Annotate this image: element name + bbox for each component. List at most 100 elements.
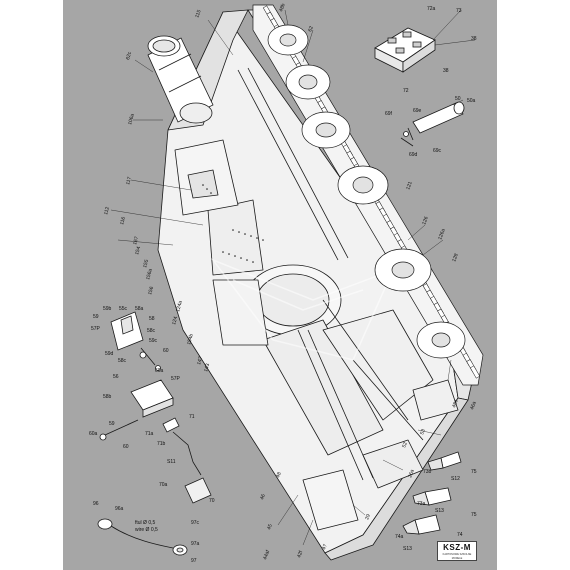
label-s13: S13 xyxy=(435,508,444,514)
label-60: 60 xyxy=(163,348,169,354)
label-47: 47 xyxy=(321,543,329,550)
label-124a: 124a xyxy=(175,300,184,313)
label-124: 124 xyxy=(171,316,179,326)
label-96a: 96a xyxy=(115,506,124,512)
label-60a2: 60a xyxy=(89,431,98,437)
label-147: 147 xyxy=(196,356,204,366)
label-156: 156 xyxy=(147,286,155,296)
label-57p2: 57P xyxy=(171,376,181,382)
label-48b: 48b xyxy=(278,3,287,13)
label-72a: 72a xyxy=(427,6,436,12)
label-46: 46 xyxy=(259,493,267,500)
label-56: 56 xyxy=(113,374,119,380)
label-75b: 75 xyxy=(471,512,477,518)
road-wheel xyxy=(416,321,466,359)
label-97a: 97a xyxy=(191,541,200,547)
label-57p: 57P xyxy=(91,326,101,332)
label-s11: S11 xyxy=(167,459,176,465)
label-71a: 71a xyxy=(145,431,154,437)
label-58: 58 xyxy=(149,316,155,322)
label-62c: 62c xyxy=(125,51,133,61)
label-72: 72 xyxy=(403,88,409,94)
watermark-arrow xyxy=(210,258,395,361)
label-75: 75 xyxy=(471,469,477,475)
label-71: 71 xyxy=(189,414,195,420)
label-59d: 59d xyxy=(105,351,114,357)
bracket-assembly xyxy=(110,311,161,371)
drawing-sheet: 115 48b 62 62c 106a 117 112 116 167 154 … xyxy=(63,0,497,570)
ksz-m-logo: KSZ-M KARTONOWE SZKOLNE MODELE xyxy=(437,541,477,561)
label-26a: 26a xyxy=(407,469,416,479)
part-labels: 115 48b 62 62c 106a 117 112 116 167 154 … xyxy=(89,3,478,564)
label-38b: 38 xyxy=(443,68,449,74)
label-70a: 70a xyxy=(159,482,168,488)
label-46a: 46a xyxy=(469,401,478,411)
assembly-drawing: 115 48b 62 62c 106a 117 112 116 167 154 … xyxy=(89,3,484,564)
track-assembly xyxy=(252,4,484,386)
label-55c: 55c xyxy=(119,306,128,312)
label-58a: 58a xyxy=(135,306,144,312)
label-50: 50 xyxy=(455,96,461,102)
label-48c: 48c xyxy=(451,399,460,409)
label-126: 126 xyxy=(421,216,430,226)
label-154b: 154b xyxy=(186,333,195,346)
label-96: 96 xyxy=(93,501,99,507)
label-50a: 50a xyxy=(467,98,476,104)
road-wheel xyxy=(267,24,309,56)
label-73: 73 xyxy=(456,8,462,14)
track-link xyxy=(469,365,481,379)
label-73a: 73a xyxy=(417,501,426,507)
label-97: 97 xyxy=(191,558,197,564)
label-58b: 58b xyxy=(103,394,112,400)
label-116: 116 xyxy=(119,216,127,225)
headlamp-73 xyxy=(427,451,462,471)
label-69f: 69f xyxy=(385,111,393,117)
label-155: 155 xyxy=(142,259,150,269)
label-58c: 58c xyxy=(147,328,156,334)
label-ftul: ftul Ø 0,5 xyxy=(135,520,156,526)
road-wheel xyxy=(301,111,351,149)
lever-assembly xyxy=(162,417,212,504)
label-112: 112 xyxy=(103,206,111,215)
label-48: 48 xyxy=(275,471,283,478)
label-wire: wire Ø 0,5 xyxy=(135,527,158,533)
label-60a: 60a xyxy=(155,368,164,374)
track-link-detail xyxy=(374,27,436,73)
headlamp-74 xyxy=(402,514,441,535)
mount-bracket xyxy=(99,379,174,441)
label-38: 38 xyxy=(471,36,477,42)
label-60b: 60 xyxy=(123,444,129,450)
label-143: 143 xyxy=(203,363,211,373)
label-167: 167 xyxy=(132,236,140,246)
label-70: 70 xyxy=(209,498,215,504)
label-115: 115 xyxy=(194,9,202,19)
label-42f: 42f xyxy=(296,550,304,559)
label-74: 74 xyxy=(457,532,463,538)
cable-assembly xyxy=(97,518,188,556)
label-59: 59 xyxy=(93,314,99,320)
label-44af: 44af xyxy=(262,549,271,561)
label-59c: 59c xyxy=(149,338,158,344)
label-73b: 73b xyxy=(423,469,432,475)
exhaust-cylinder xyxy=(400,101,465,147)
road-wheel xyxy=(374,248,432,292)
label-59a: 59 xyxy=(109,421,115,427)
label-69e: 69e xyxy=(413,108,422,114)
leader-lines xyxy=(110,9,476,546)
label-58d: 58c xyxy=(118,358,127,364)
label-69c: 69c xyxy=(433,148,442,154)
logo-subtext: KARTONOWE SZKOLNE MODELE xyxy=(442,553,472,560)
label-156a: 156a xyxy=(145,268,154,281)
label-s13b: S13 xyxy=(403,546,412,552)
road-wheel xyxy=(337,165,389,205)
label-106a: 106a xyxy=(127,113,136,126)
label-128: 128 xyxy=(451,253,460,263)
label-29: 29 xyxy=(364,513,372,520)
road-wheel xyxy=(285,64,331,100)
label-s12: S12 xyxy=(451,476,460,482)
label-117: 117 xyxy=(125,176,133,185)
label-97c: 97c xyxy=(191,520,200,526)
label-62: 62 xyxy=(307,25,315,32)
label-69d: 69d xyxy=(409,152,418,158)
label-53: 53 xyxy=(419,428,427,435)
